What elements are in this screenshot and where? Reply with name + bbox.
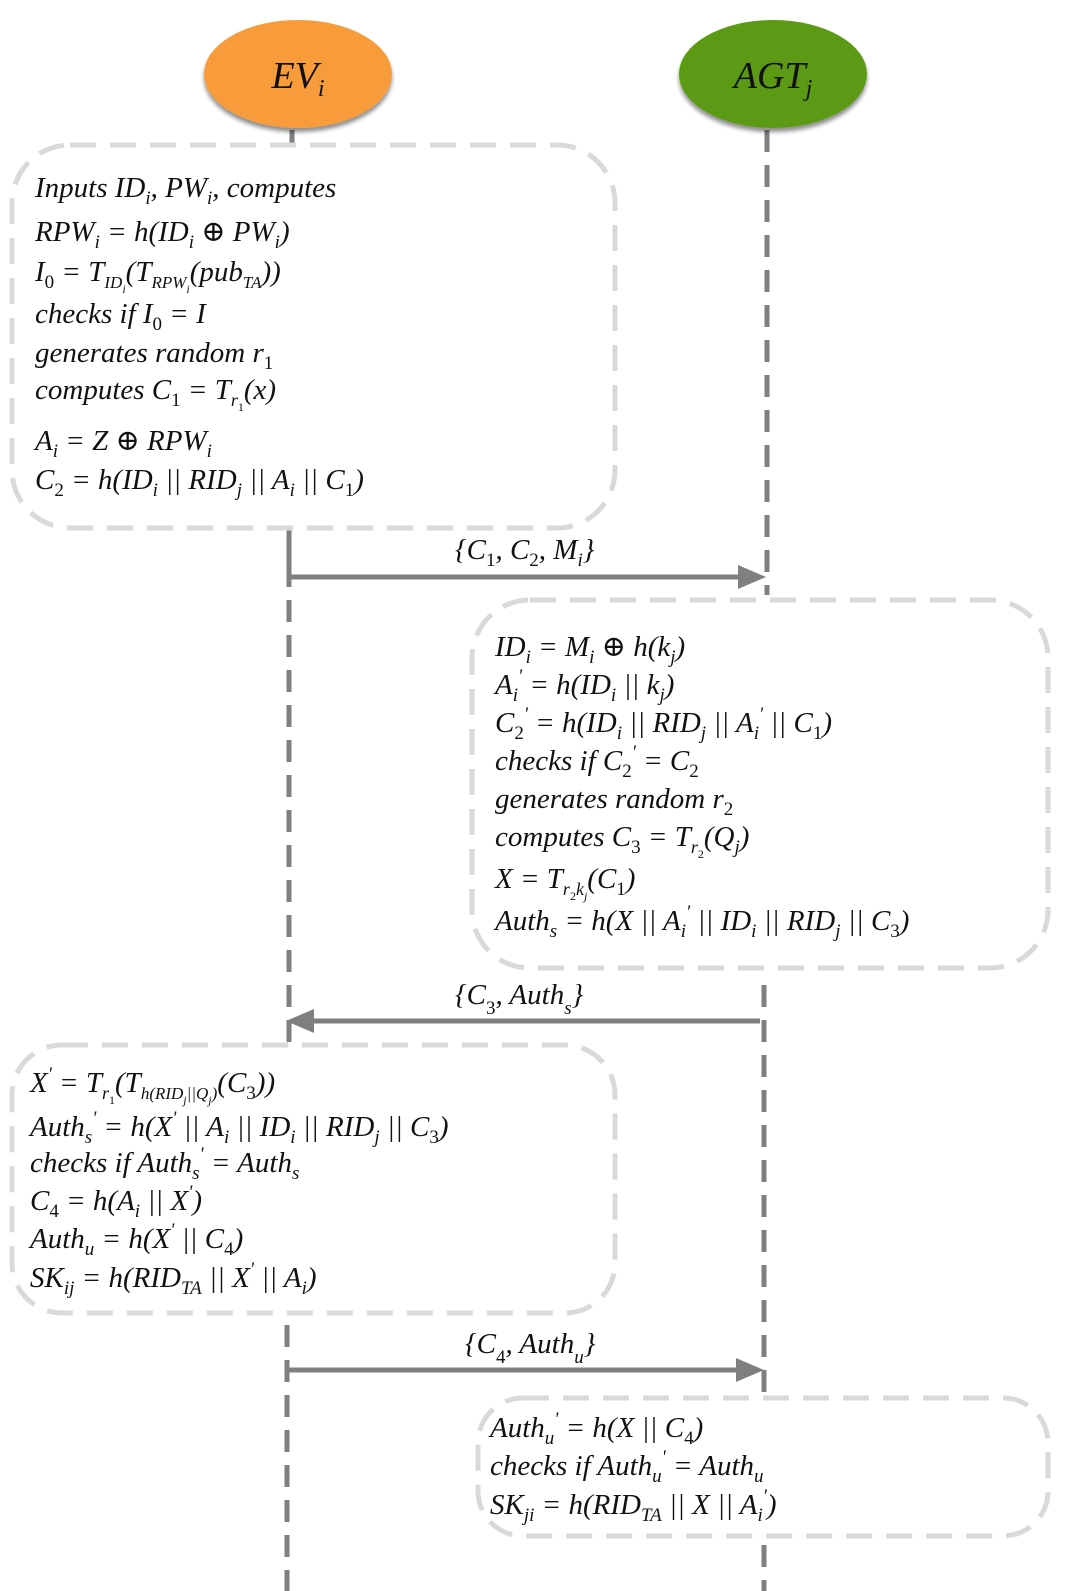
agt-lifeline xyxy=(761,130,770,1591)
message-arrow-2 xyxy=(286,1009,760,1033)
block4-line-2: SKji = h(RIDTA || X || Ai') xyxy=(490,1486,777,1526)
block2-line-0: IDi = Mi ⊕ h(kj) xyxy=(494,631,685,668)
agt-computation-box-1 xyxy=(469,597,1051,971)
agt-computation-text-1: IDi = Mi ⊕ h(kj) Ai' = h(IDi || kj) C2' … xyxy=(493,631,909,942)
block1-line-4: generates random r1 xyxy=(35,337,273,374)
block3-line-0: X' = Tr1(Th(RIDj||Qj)(C3)) xyxy=(29,1064,275,1107)
svg-text:AGTj: AGTj xyxy=(731,55,813,102)
message-label-1: {C1, C2, Mi} xyxy=(455,534,595,571)
message-label-2: {C3, Auths} xyxy=(455,979,584,1019)
block2-line-1: Ai' = h(IDi || kj) xyxy=(493,666,674,706)
agt-subscript: j xyxy=(803,76,813,102)
svg-text:EVi: EVi xyxy=(270,55,324,102)
ev-computation-box-2 xyxy=(9,1042,618,1316)
block3-line-5: SKij = h(RIDTA || X' || Ai) xyxy=(30,1259,317,1299)
message-label-3: {C4, Authu} xyxy=(465,1328,596,1368)
block3-line-3: C4 = h(Ai || X') xyxy=(30,1182,202,1222)
block2-line-4: generates random r2 xyxy=(495,783,733,820)
block3-line-1: Auths' = h(X' || Ai || IDi || RIDj || C3… xyxy=(28,1108,449,1148)
ev-computation-box-1 xyxy=(9,142,618,531)
block2-line-7: Auths = h(X || Ai' || IDi || RIDj || C3) xyxy=(493,902,909,942)
block3-line-4: Authu = h(X' || C4) xyxy=(28,1220,243,1260)
message-arrow-3 xyxy=(287,1358,764,1382)
message-arrow-1 xyxy=(286,545,766,589)
agt-computation-box-2 xyxy=(475,1395,1051,1539)
block1-line-2: I0 = TIDi(TRPWi(pubTA)) xyxy=(34,256,281,296)
ev-computation-text-1: Inputs IDi, PWi, computes RPWi = h(IDi ⊕… xyxy=(33,172,364,501)
block1-line-1: RPWi = h(IDi ⊕ PWi) xyxy=(34,216,290,253)
block2-line-3: checks if C2' = C2 xyxy=(495,742,699,782)
block2-line-5: computes C3 = Tr2(Qj) xyxy=(495,821,749,861)
block4-line-0: Authu' = h(X || C4) xyxy=(488,1409,703,1449)
block1-line-3: checks if I0 = I xyxy=(35,298,207,335)
block2-line-2: C2' = h(IDi || RIDj || Ai' || C1) xyxy=(495,704,832,744)
agt-ellipse xyxy=(679,20,867,128)
block1-line-6: Ai = Z ⊕ RPWi xyxy=(33,425,212,462)
block1-line-0: Inputs IDi, PWi, computes xyxy=(34,172,336,209)
block4-line-1: checks if Authu' = Authu xyxy=(490,1447,764,1487)
agt-actor: AGTj xyxy=(679,20,867,128)
ev-computation-text-2: X' = Tr1(Th(RIDj||Qj)(C3)) Auths' = h(X'… xyxy=(28,1064,449,1299)
ev-subscript: i xyxy=(318,76,325,102)
agt-computation-text-2: Authu' = h(X || C4) checks if Authu' = A… xyxy=(488,1409,777,1526)
ev-actor: EVi xyxy=(204,20,392,128)
ev-ellipse xyxy=(204,20,392,128)
block2-line-6: X = Tr2kj(C1) xyxy=(494,863,635,903)
block1-line-5: computes C1 = Tr1(x) xyxy=(35,374,276,414)
block1-line-7: C2 = h(IDi || RIDj || Ai || C1) xyxy=(35,464,364,501)
block3-line-2: checks if Auths' = Auths xyxy=(30,1144,299,1184)
ev-label: EV xyxy=(270,55,321,97)
agt-label: AGT xyxy=(731,55,809,97)
